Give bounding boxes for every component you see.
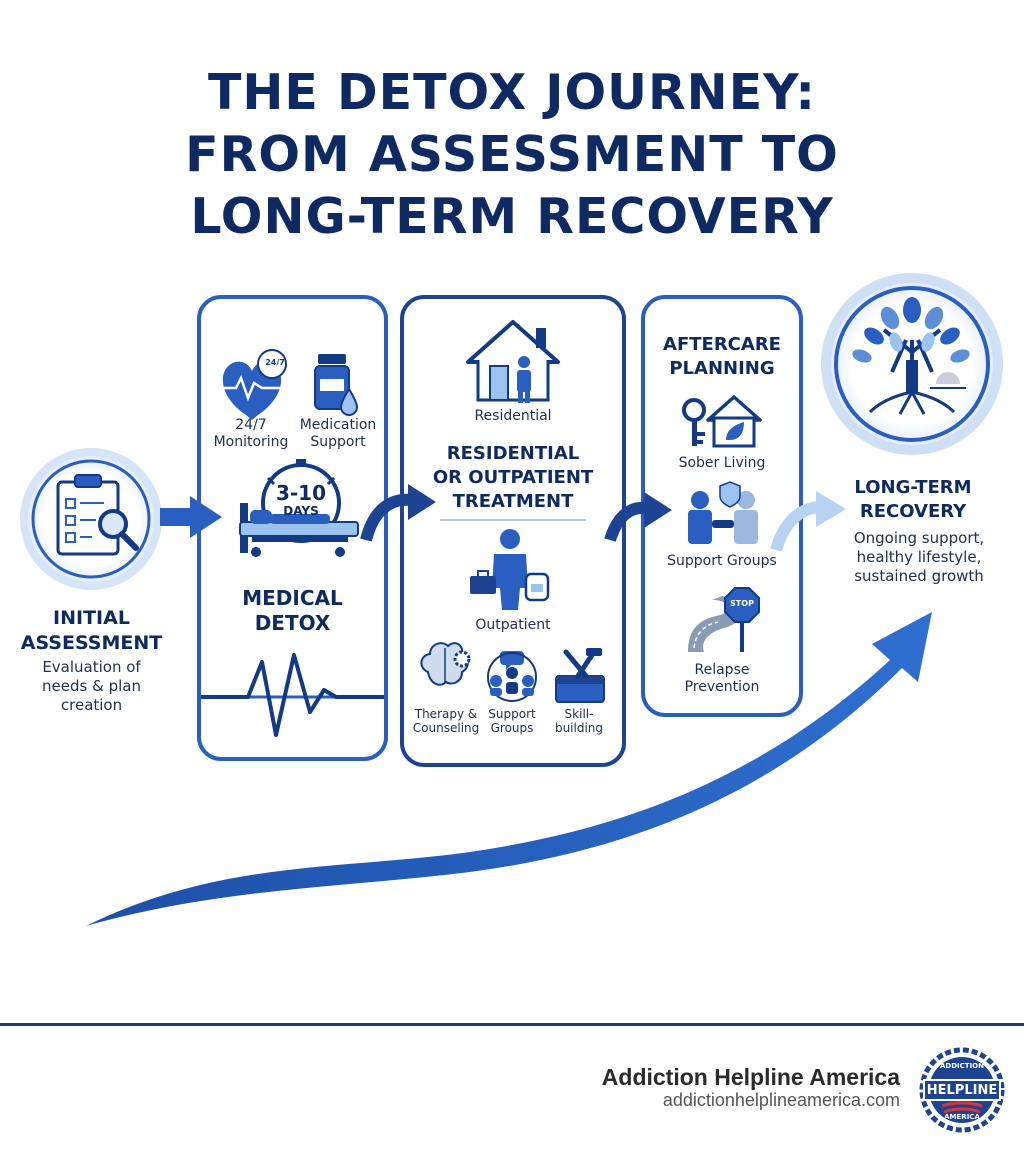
- therapy-label: Therapy & Counseling: [406, 707, 486, 735]
- arrow-aftercare-to-recovery: [770, 491, 846, 552]
- recovery-heading: LONG-TERM RECOVERY: [830, 476, 996, 524]
- monitoring-line-1: 24/7: [235, 417, 267, 433]
- title-line-2: FROM ASSESSMENT TO: [185, 126, 839, 183]
- skill-line-1: Skill-: [564, 707, 594, 721]
- recovery-description: Ongoing support, healthy lifestyle, sust…: [836, 529, 1002, 586]
- aftercare-support-groups-label: Support Groups: [667, 553, 777, 569]
- treatment-heading: RESIDENTIAL OR OUTPATIENT TREATMENT: [402, 442, 624, 514]
- aftercare-heading: AFTERCARE PLANNING: [643, 333, 801, 381]
- support-group-icon: [487, 651, 537, 702]
- treatment-heading-line-3: TREATMENT: [452, 491, 574, 512]
- aftercare-heading-line-1: AFTERCARE: [663, 334, 781, 355]
- growth-curve: [86, 612, 932, 926]
- medication-label: Medication Support: [290, 417, 386, 451]
- recovery-desc-line-2: healthy lifestyle,: [856, 548, 982, 566]
- title-line-1: THE DETOX JOURNEY:: [208, 64, 816, 121]
- treatment-heading-line-2: OR OUTPATIENT: [432, 467, 594, 488]
- detox-heading-line-2: DETOX: [254, 611, 331, 635]
- treatment-heading-line-1: RESIDENTIAL: [446, 443, 580, 464]
- monitoring-line-2: Monitoring: [213, 434, 289, 450]
- arrow-treatment-to-aftercare: [604, 492, 672, 542]
- detox-heading: MEDICAL DETOX: [199, 586, 386, 636]
- assessment-heading-line-2: ASSESSMENT: [20, 632, 163, 654]
- brand-name: Addiction Helpline America: [601, 1064, 900, 1090]
- arrow-assessment-to-detox: [160, 496, 222, 538]
- toolbox-icon: [555, 648, 605, 703]
- aftercare-heading-line-2: PLANNING: [669, 358, 775, 379]
- support-line-2: Groups: [490, 721, 534, 735]
- logo-top-text: ADDICTION: [940, 1062, 984, 1070]
- assessment-heading-line-1: INITIAL: [53, 607, 130, 629]
- page-title: THE DETOX JOURNEY: FROM ASSESSMENT TO LO…: [0, 62, 1024, 248]
- residential-house-icon: [466, 320, 560, 403]
- therapy-line-1: Therapy &: [414, 707, 478, 721]
- key-house-icon: [682, 395, 762, 448]
- therapy-line-2: Counseling: [412, 721, 480, 735]
- recovery-heading-line-2: RECOVERY: [859, 501, 967, 522]
- heartbeat-line-icon: [201, 653, 384, 737]
- medication-icon: [314, 354, 359, 417]
- title-line-3: LONG-TERM RECOVERY: [190, 188, 834, 245]
- skill-building-label: Skill- building: [546, 707, 612, 735]
- heart-monitor-icon: [222, 349, 287, 420]
- skill-line-2: building: [554, 721, 604, 735]
- assessment-desc-line-1: Evaluation of: [42, 658, 141, 676]
- helpline-logo: [919, 1047, 1005, 1133]
- duration-label: 3-10 DAYS: [266, 482, 336, 518]
- relapse-line-1: Relapse: [694, 662, 750, 678]
- logo-bottom-text: AMERICA: [944, 1113, 980, 1121]
- arrow-detox-to-treatment: [360, 484, 436, 542]
- relapse-prevention-label: Relapse Prevention: [643, 662, 801, 696]
- handshake-icon: [688, 481, 758, 544]
- brain-gear-icon: [420, 642, 471, 686]
- clock-bed-icon: [239, 459, 359, 557]
- assessment-desc-line-2: needs & plan: [42, 677, 141, 695]
- road-stop-sign-icon: [688, 587, 760, 652]
- monitoring-label: 24/7 Monitoring: [206, 417, 296, 451]
- support-line-1: Support: [488, 707, 536, 721]
- tree-icon: [852, 297, 970, 415]
- assessment-heading: INITIAL ASSESSMENT: [4, 606, 179, 656]
- recovery-desc-line-3: sustained growth: [854, 567, 984, 585]
- medication-line-1: Medication: [299, 417, 377, 433]
- stop-sign-label: STOP: [730, 599, 754, 608]
- support-groups-label: Support Groups: [478, 707, 546, 735]
- footer-divider: [0, 1023, 1024, 1026]
- brand-url[interactable]: addictionhelplineamerica.com: [662, 1090, 900, 1110]
- recovery-desc-line-1: Ongoing support,: [853, 529, 985, 547]
- magnifier-icon: [98, 509, 139, 551]
- logo-mid-text: HELPLINE: [926, 1083, 998, 1098]
- assessment-description: Evaluation of needs & plan creation: [4, 658, 179, 715]
- medication-line-2: Support: [310, 434, 366, 450]
- recovery-heading-line-1: LONG-TERM: [854, 477, 972, 498]
- relapse-line-2: Prevention: [684, 679, 760, 695]
- outpatient-icon: [470, 529, 550, 610]
- sober-living-label: Sober Living: [678, 455, 766, 471]
- assessment-desc-line-3: creation: [60, 696, 123, 714]
- detox-heading-line-1: MEDICAL: [242, 586, 343, 610]
- monitoring-badge: 24/7: [265, 358, 285, 367]
- outpatient-label: Outpatient: [475, 617, 551, 633]
- duration-days-unit: DAYS: [283, 504, 319, 518]
- duration-days-number: 3-10: [275, 481, 327, 505]
- residential-label: Residential: [474, 408, 552, 424]
